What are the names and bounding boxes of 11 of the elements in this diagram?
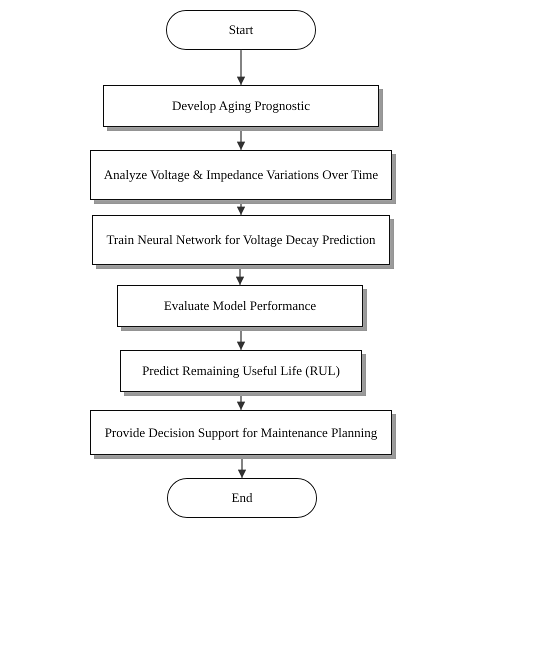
arrow [236, 50, 246, 85]
node-text: Develop Aging Prognostic [172, 98, 310, 114]
node-text: Start [228, 22, 254, 38]
node-text: Predict Remaining Useful Life (RUL) [142, 363, 340, 379]
terminal-pill [167, 478, 317, 518]
node-text: Provide Decision Support for Maintenance Planning [104, 424, 378, 440]
node-text: End [232, 490, 252, 506]
node-text: Evaluate Model Performance [164, 298, 316, 314]
node-text: Train Neural Network for Voltage Decay Prediction [106, 232, 376, 248]
terminal-pill [166, 10, 316, 50]
node-text: Analyze Voltage & Impedance Variations Over Time [104, 167, 378, 183]
